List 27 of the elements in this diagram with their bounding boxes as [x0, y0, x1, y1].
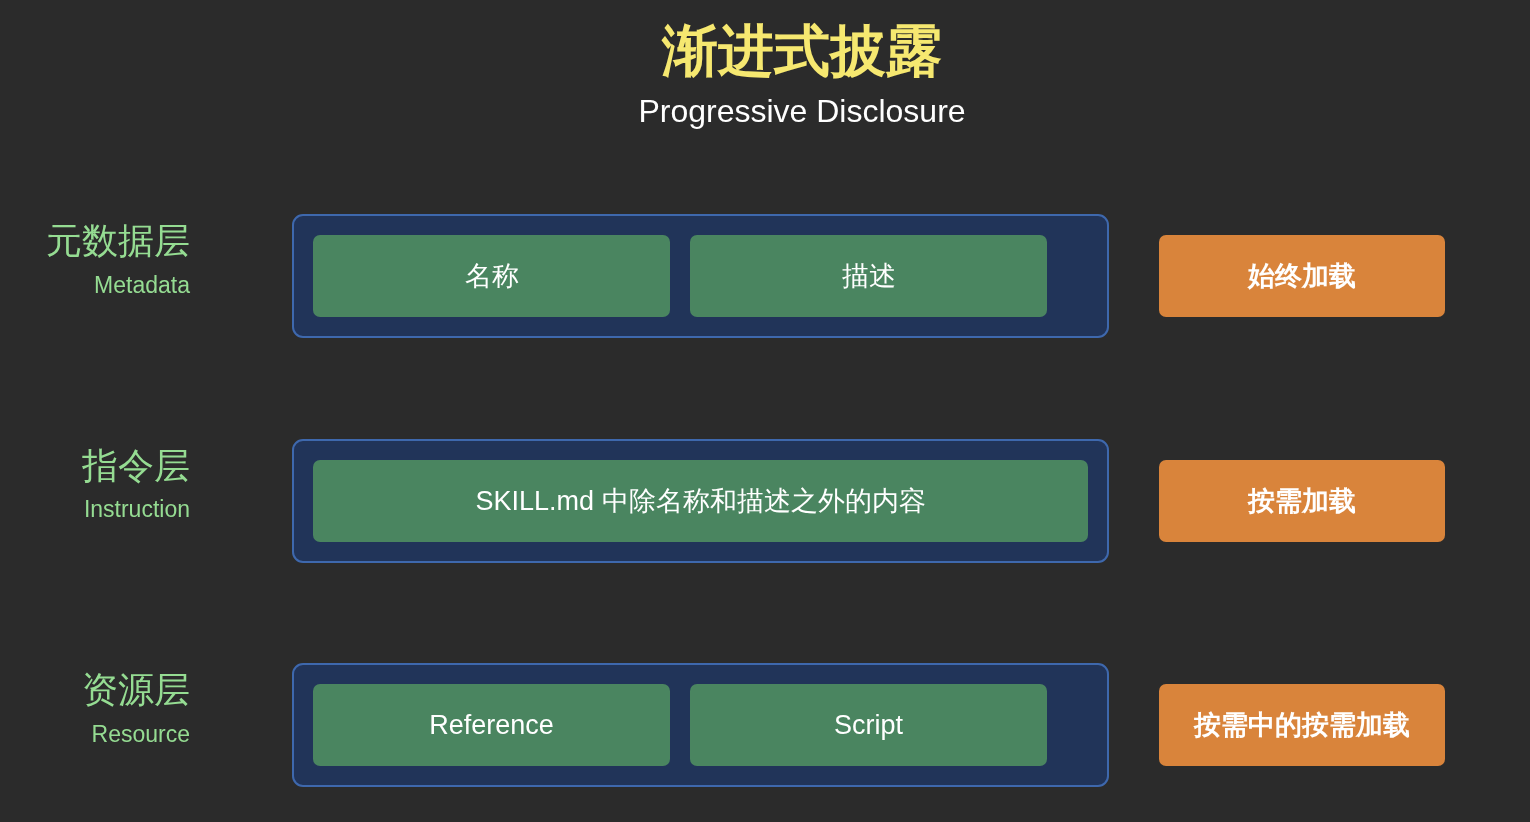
load-rule-text: 按需加载: [1248, 485, 1356, 518]
load-rule-text: 按需中的按需加载: [1194, 709, 1410, 742]
content-text: 名称: [464, 260, 519, 293]
content-text: SKILL.md 中除名称和描述之外的内容: [475, 485, 926, 518]
loading-box: [1159, 460, 1445, 542]
content-box: [313, 235, 670, 317]
layer-name-english: Resource: [91, 721, 190, 749]
content-text: Script: [834, 709, 903, 741]
layer-name: 资源层: [82, 668, 190, 712]
loading-box: [1159, 235, 1445, 317]
layer-panel: [292, 214, 1109, 338]
layer-panel: [292, 439, 1109, 563]
layer-name: 指令层: [82, 444, 190, 488]
content-text: Reference: [429, 709, 554, 741]
layer-name-english: Metadata: [94, 272, 190, 300]
layer-panel: [292, 663, 1109, 787]
title: 渐进式披露: [660, 18, 943, 84]
loading-box: [1159, 684, 1445, 766]
subtitle: Progressive Disclosure: [637, 92, 967, 131]
layer-name-english: Instruction: [83, 496, 190, 524]
content-box: [690, 684, 1047, 766]
layer-name: 元数据层: [46, 219, 190, 263]
load-rule-text: 始终加载: [1248, 260, 1356, 293]
content-box: [313, 460, 1088, 542]
content-box: [313, 684, 670, 766]
content-box: [690, 235, 1047, 317]
content-text: 描述: [841, 260, 896, 293]
